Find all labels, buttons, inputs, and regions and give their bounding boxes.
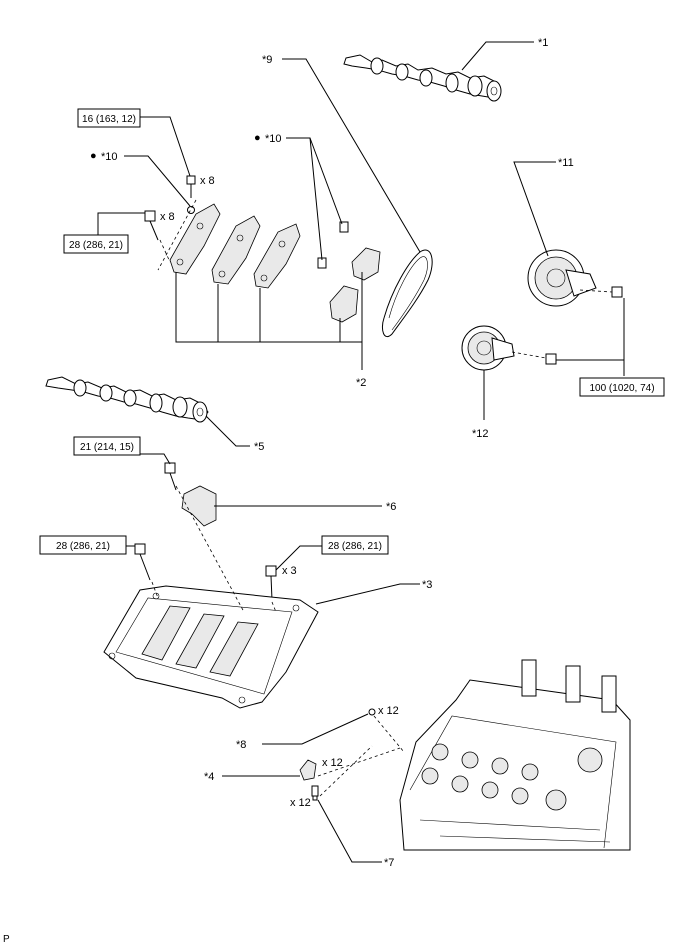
camshaft-lower bbox=[45, 376, 209, 423]
torque-spec-21: 21 (214, 15) bbox=[80, 442, 134, 453]
housing-bolt-right bbox=[265, 565, 277, 601]
cylinder-head bbox=[399, 659, 631, 851]
housing-bolt-21 bbox=[164, 462, 177, 491]
cap-bolt-28 bbox=[144, 210, 159, 241]
chain-tensioner-bracket bbox=[181, 485, 217, 527]
non-reusable-marker-a: ● bbox=[254, 132, 261, 144]
o-ring bbox=[187, 206, 195, 214]
housing-bolt-left bbox=[134, 543, 151, 581]
torque-box-28-upper: 28 (286, 21) bbox=[63, 234, 129, 254]
lash-cap bbox=[368, 708, 376, 716]
qty-rocker-arm: x 12 bbox=[322, 757, 343, 769]
camshaft-housing bbox=[103, 585, 319, 709]
callout-5: *5 bbox=[254, 441, 264, 453]
qty-lash-adjuster: x 12 bbox=[290, 797, 311, 809]
callout-7: *7 bbox=[384, 857, 394, 869]
ring-pin-b bbox=[339, 221, 349, 233]
bearing-cap-2 bbox=[211, 215, 261, 285]
torque-spec-28-upper: 28 (286, 21) bbox=[69, 240, 123, 251]
callout-2: *2 bbox=[356, 377, 366, 389]
torque-box-16: 16 (163, 12) bbox=[77, 108, 141, 128]
gear-bolt-lower bbox=[511, 351, 557, 365]
qty-housing-bolt: x 3 bbox=[282, 565, 297, 577]
torque-box-21: 21 (214, 15) bbox=[73, 436, 141, 456]
bearing-cap-3 bbox=[253, 223, 301, 289]
callout-4: *4 bbox=[204, 771, 214, 783]
callout-9: *9 bbox=[262, 54, 272, 66]
timing-chain bbox=[381, 249, 433, 338]
bearing-cap-5 bbox=[329, 285, 359, 323]
bearing-cap-4 bbox=[351, 247, 381, 281]
torque-spec-16: 16 (163, 12) bbox=[82, 114, 136, 125]
camshaft-upper bbox=[343, 54, 502, 102]
figure-code: P bbox=[3, 934, 10, 945]
torque-spec-28-right: 28 (286, 21) bbox=[328, 541, 382, 552]
callout-6: *6 bbox=[386, 501, 396, 513]
torque-spec-28-left: 28 (286, 21) bbox=[56, 541, 110, 552]
leader-lines bbox=[97, 41, 625, 863]
callout-10-right: *10 bbox=[265, 133, 282, 145]
non-reusable-marker-b: ● bbox=[90, 150, 97, 162]
callout-8: *8 bbox=[236, 739, 246, 751]
gear-bolt-upper bbox=[579, 286, 623, 298]
cam-timing-gear-2 bbox=[461, 325, 515, 371]
torque-box-100: 100 (1020, 74) bbox=[579, 377, 665, 397]
callout-10-left: *10 bbox=[101, 151, 118, 163]
cap-bolt-16 bbox=[186, 175, 196, 198]
torque-box-28-right: 28 (286, 21) bbox=[321, 535, 389, 555]
qty-cap-bolt-28: x 8 bbox=[160, 211, 175, 223]
callout-11: *11 bbox=[558, 157, 574, 169]
torque-spec-100: 100 (1020, 74) bbox=[589, 383, 654, 394]
qty-lash-cap: x 12 bbox=[378, 705, 399, 717]
cam-timing-gear-1 bbox=[527, 249, 597, 307]
bearing-cap-1 bbox=[169, 203, 221, 275]
callout-1: *1 bbox=[538, 37, 548, 49]
lash-adjuster bbox=[311, 785, 319, 801]
torque-box-28-left: 28 (286, 21) bbox=[39, 535, 127, 555]
callout-12: *12 bbox=[472, 428, 489, 440]
rocker-arm bbox=[299, 759, 317, 781]
callout-3: *3 bbox=[422, 579, 432, 591]
qty-cap-bolt-16: x 8 bbox=[200, 175, 215, 187]
